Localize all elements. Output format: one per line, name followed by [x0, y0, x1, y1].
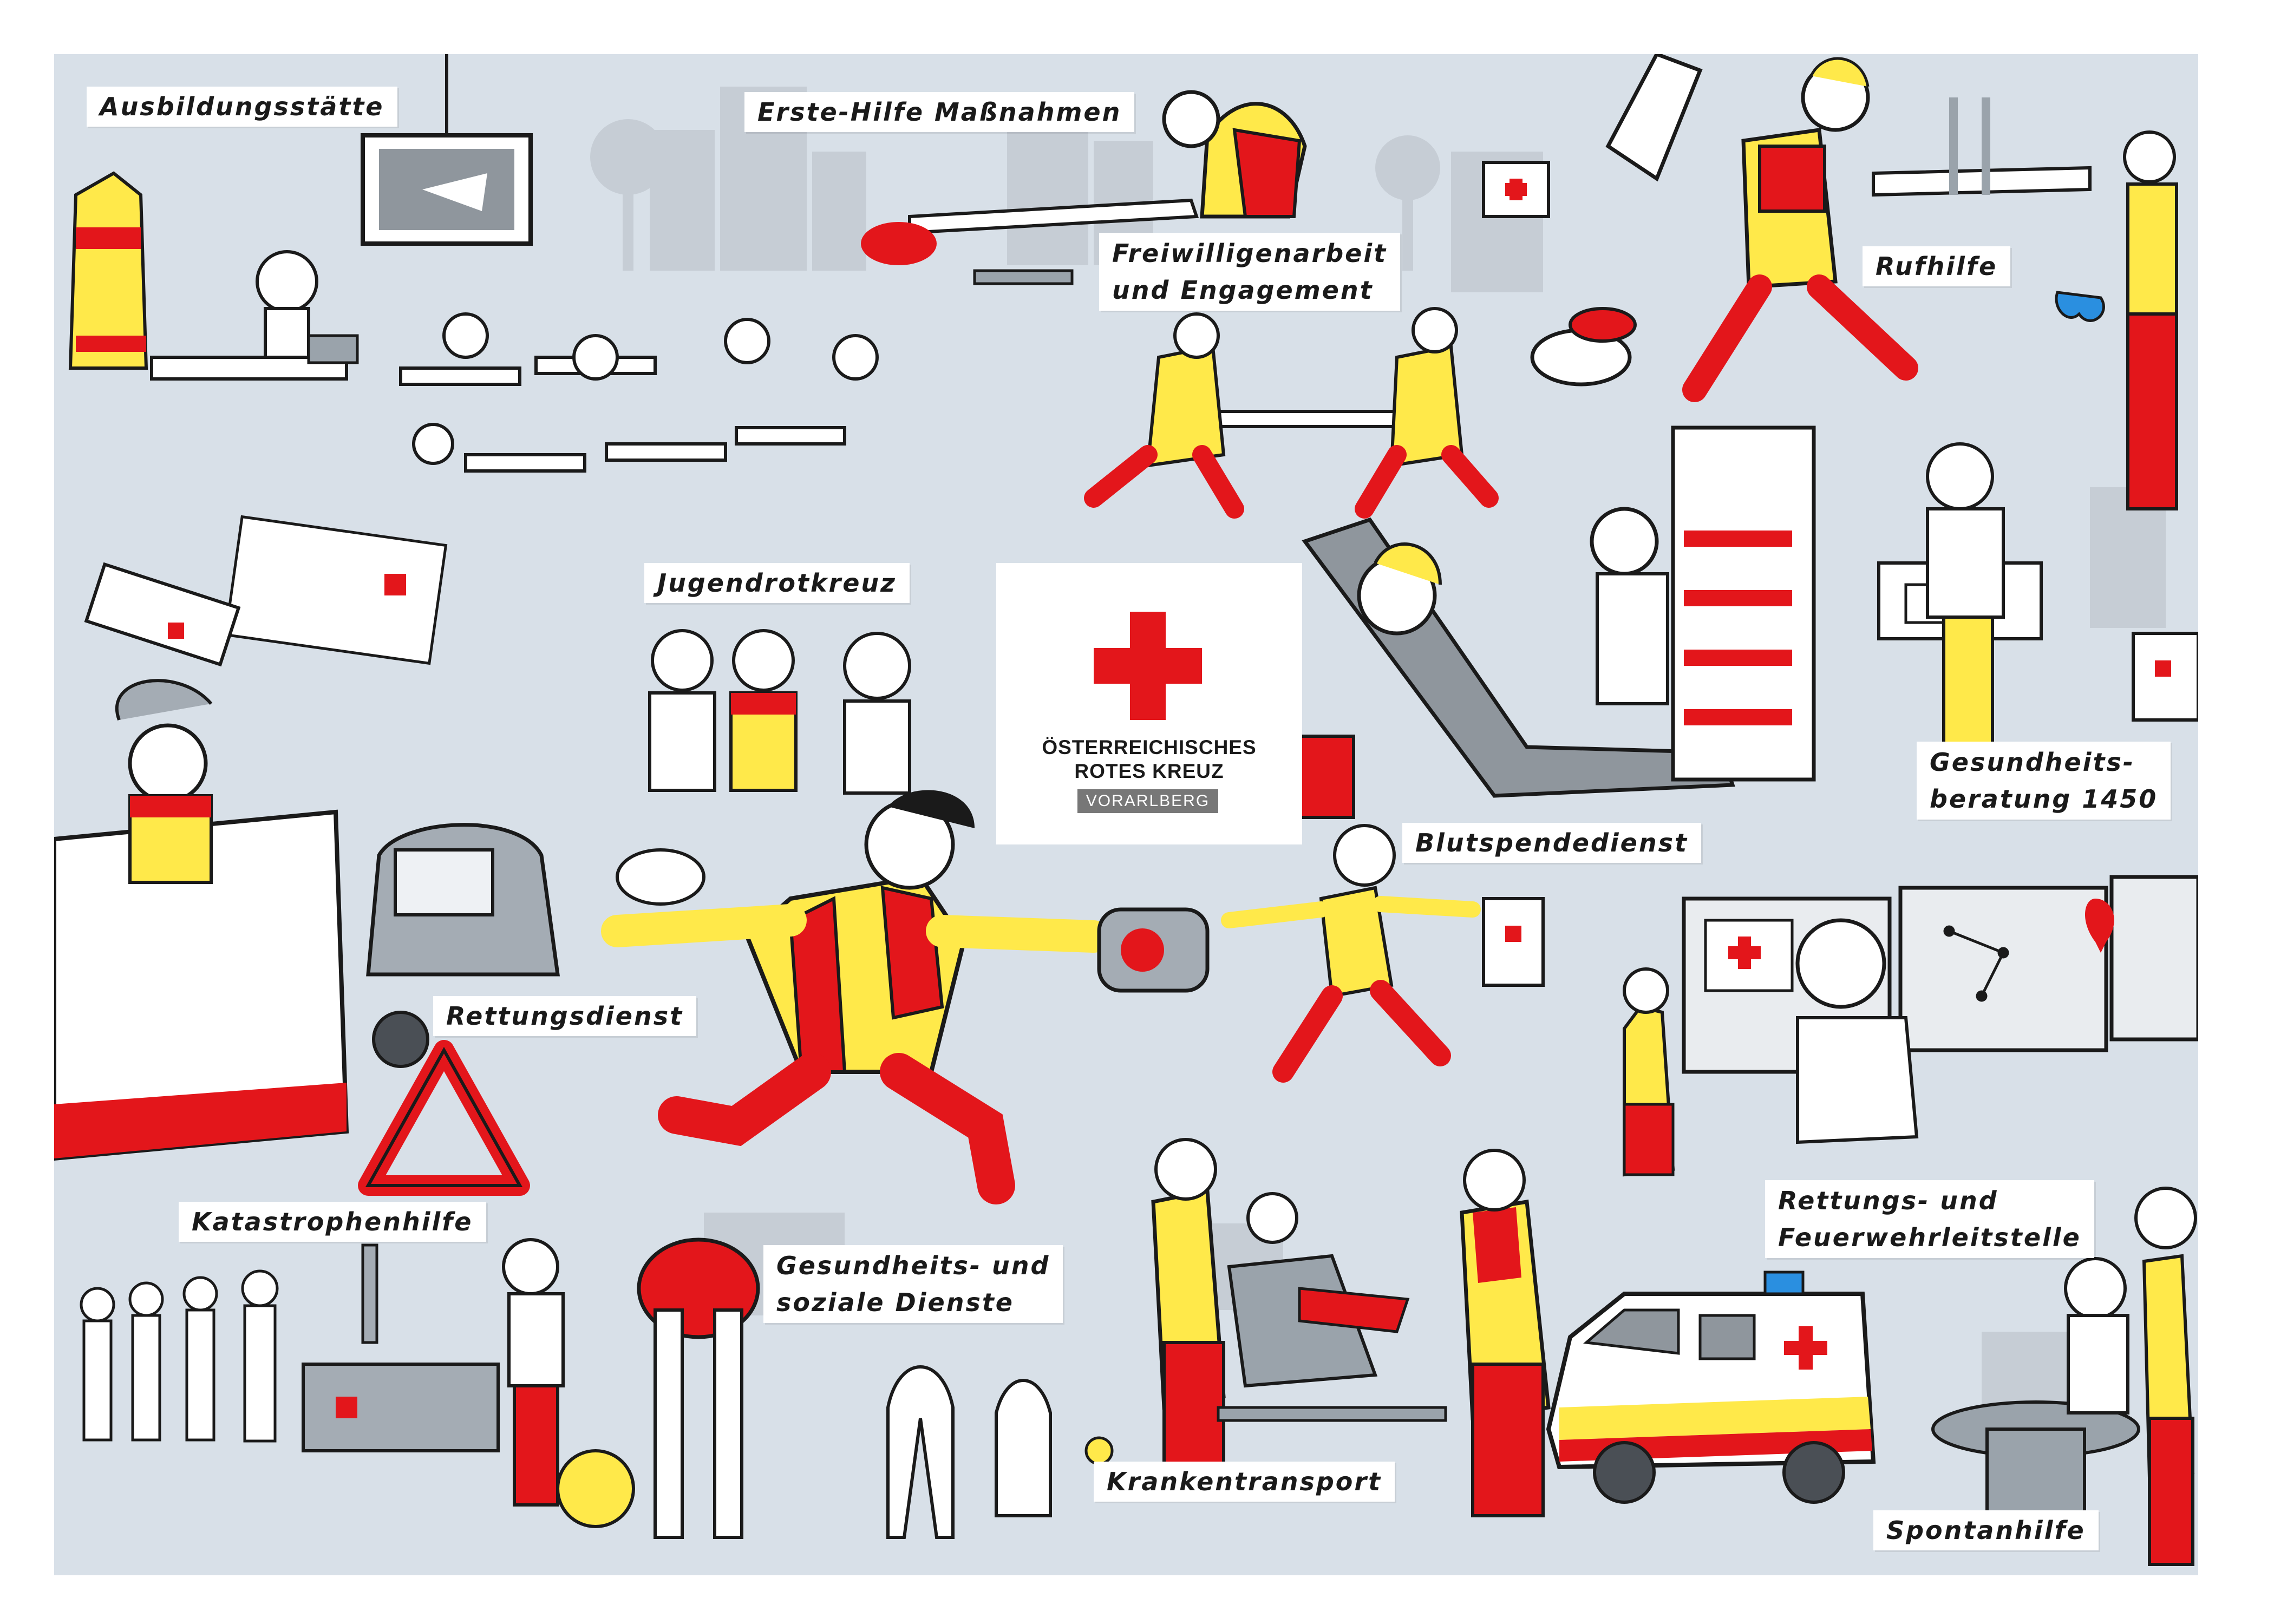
label-krankentransport: Krankentransport [1094, 1462, 1395, 1502]
label-jugendrotkreuz: Jugendrotkreuz [644, 563, 910, 603]
patient-transport-illustration [1151, 1138, 1551, 1517]
logo-region: VORARLBERG [1077, 789, 1218, 813]
label-katastrophenhilfe: Katastrophenhilfe [179, 1202, 486, 1242]
blood-donation-illustration [1287, 425, 1816, 819]
label-erste-hilfe: Erste-Hilfe Maßnahmen [744, 92, 1135, 132]
youth-red-cross-illustration [648, 629, 911, 795]
logo-org-line1: ÖSTERREICHISCHES [1042, 736, 1257, 758]
ambulance-illustration [1546, 1271, 1876, 1504]
label-ausbildungsstaette: Ausbildungsstätte [87, 87, 397, 127]
first-aid-illustration [861, 90, 1307, 285]
label-soziale-dienste: Gesundheits- und soziale Dienste [763, 1245, 1063, 1323]
tree-silhouettes [590, 119, 1440, 271]
label-rufhilfe: Rufhilfe [1863, 246, 2011, 286]
label-spontanhilfe: Spontanhilfe [1873, 1510, 2099, 1550]
training-classroom-illustration [68, 54, 879, 667]
logo-org-line2: ROTES KREUZ [1074, 760, 1224, 782]
emergency-call-illustration [1530, 54, 2178, 510]
dispatch-center-illustration [1623, 875, 2198, 1177]
health-hotline-illustration [1877, 442, 2198, 759]
label-leitstelle: Rettungs- und Feuerwehrleitstelle [1765, 1180, 2094, 1258]
label-freiwilligenarbeit: Freiwilligenarbeit und Engagement [1099, 233, 1401, 311]
label-gesundheitsberatung: Gesundheits- beratung 1450 [1917, 742, 2171, 820]
disaster-relief-illustration [54, 679, 565, 1507]
label-blutspendedienst: Blutspendedienst [1402, 823, 1701, 863]
red-cross-icon [1094, 612, 1202, 720]
rescue-service-illustration [366, 790, 1545, 1204]
volunteers-stretcher-illustration [1084, 161, 1550, 519]
illustration-panel: ÖSTERREICHISCHES ROTES KREUZ VORARLBERG … [54, 54, 2198, 1575]
social-services-illustration [556, 1237, 1114, 1539]
label-rettungsdienst: Rettungsdienst [433, 996, 697, 1036]
red-cross-logo: ÖSTERREICHISCHES ROTES KREUZ VORARLBERG [996, 563, 1302, 844]
